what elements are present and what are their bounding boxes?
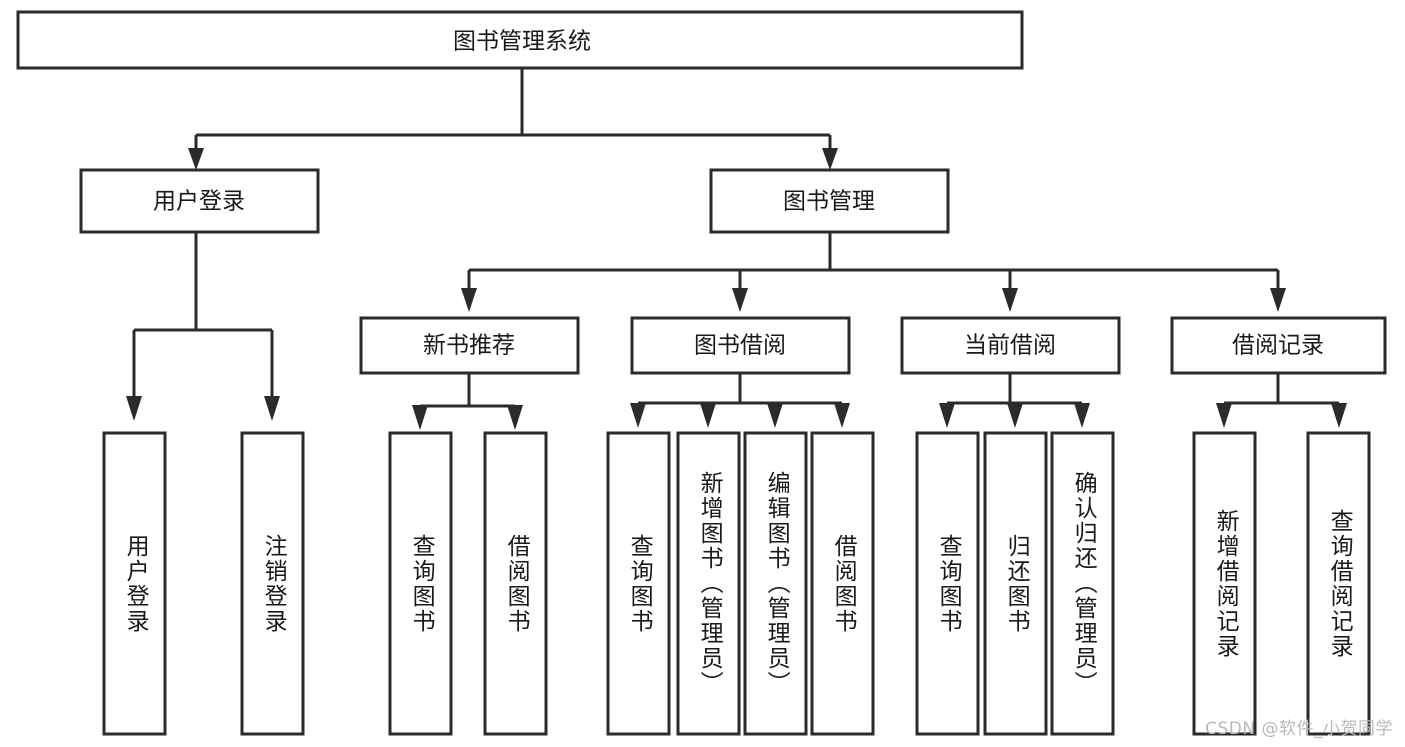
- leaf-rect-3[interactable]: [388, 431, 453, 736]
- node-borrow-record[interactable]: 借阅记录: [1170, 316, 1387, 375]
- node-book-management-label: 图书管理: [783, 189, 875, 215]
- node-root[interactable]: 图书管理系统: [16, 10, 1024, 70]
- arrowhead-leaf-1: [126, 396, 142, 421]
- arrowhead-leaf-10: [1007, 403, 1023, 428]
- leaf-node-add-book-admin[interactable]: 新增图书（管理员）: [678, 433, 739, 734]
- node-new-book-recommend[interactable]: 新书推荐: [359, 316, 580, 375]
- arrowhead-current-borrow: [1002, 288, 1018, 312]
- node-user-login[interactable]: 用户登录: [79, 168, 320, 234]
- arrowhead-leaf-6: [700, 403, 716, 428]
- edges-group: [126, 68, 1347, 430]
- node-root-label: 图书管理系统: [453, 29, 591, 55]
- leaf-label-13: 查询借阅记录: [1326, 508, 1353, 659]
- leaf-label-6: 新增图书（管理员）: [696, 471, 723, 696]
- node-borrow-record-rect[interactable]: [1170, 316, 1387, 375]
- nodes-group: 图书管理系统 用户登录 图书管理 新书推荐 图书借阅 当前借阅: [16, 10, 1387, 375]
- leaf-node-add-borrow-record[interactable]: 新增借阅记录: [1194, 433, 1255, 734]
- leaf-rects-group: [102, 431, 1371, 736]
- leaf-node-return-book[interactable]: 归还图书: [985, 433, 1046, 734]
- leaf-label-5: 查询图书: [626, 533, 653, 634]
- leaf-node-edit-book-admin[interactable]: 编辑图书（管理员）: [745, 433, 806, 734]
- node-user-login-rect[interactable]: [79, 168, 320, 234]
- arrowhead-leaf-3: [412, 405, 428, 430]
- leaf-label-3: 查询图书: [408, 533, 435, 634]
- leaf-node-query-book-c[interactable]: 查询图书: [917, 433, 978, 734]
- node-book-management-rect[interactable]: [709, 168, 950, 234]
- node-book-borrow-label: 图书借阅: [694, 333, 786, 359]
- leaf-rect-5[interactable]: [606, 431, 671, 736]
- leaf-label-4: 借阅图书: [503, 533, 530, 634]
- arrowhead-user-login: [188, 148, 204, 170]
- node-current-borrow[interactable]: 当前借阅: [900, 316, 1121, 375]
- leaf-label-11: 确认归还（管理员）: [1070, 471, 1097, 696]
- leaf-rect-11[interactable]: [1050, 431, 1115, 736]
- arrowhead-book-borrow: [732, 288, 748, 312]
- leaf-node-borrow-book-a[interactable]: 借阅图书: [485, 433, 546, 734]
- arrowhead-leaf-9: [939, 403, 955, 428]
- arrowhead-book-mgmt: [822, 148, 838, 170]
- leaf-rect-10[interactable]: [983, 431, 1048, 736]
- node-book-management[interactable]: 图书管理: [709, 168, 950, 234]
- leaf-rect-1[interactable]: [102, 431, 167, 736]
- arrowhead-borrow-record: [1270, 288, 1286, 312]
- node-root-rect[interactable]: [16, 10, 1024, 70]
- arrowhead-leaf-2: [264, 396, 280, 421]
- leaf-label-7: 编辑图书（管理员）: [763, 471, 790, 696]
- node-book-borrow[interactable]: 图书借阅: [630, 316, 851, 375]
- leaf-rect-6[interactable]: [676, 431, 741, 736]
- node-new-book-recommend-label: 新书推荐: [423, 333, 515, 359]
- node-borrow-record-label: 借阅记录: [1232, 333, 1324, 359]
- leaf-node-query-book-b[interactable]: 查询图书: [608, 433, 669, 734]
- node-current-borrow-rect[interactable]: [900, 316, 1121, 375]
- leaf-rect-4[interactable]: [483, 431, 548, 736]
- arrowhead-leaf-5: [630, 403, 646, 428]
- arrowhead-leaf-12: [1216, 403, 1232, 428]
- leaf-label-12: 新增借阅记录: [1212, 508, 1239, 659]
- leaf-label-2: 注销登录: [260, 533, 287, 634]
- leaf-rect-2[interactable]: [240, 431, 305, 736]
- leaf-rect-13[interactable]: [1306, 431, 1371, 736]
- watermark-text: CSDN @软件_小贺同学: [1205, 719, 1393, 739]
- leaf-rect-9[interactable]: [915, 431, 980, 736]
- arrowhead-leaf-7: [767, 403, 783, 428]
- leaf-node-user-login[interactable]: 用户登录: [104, 433, 165, 734]
- leaf-node-confirm-return-admin[interactable]: 确认归还（管理员）: [1052, 433, 1113, 734]
- arrowhead-leaf-13: [1331, 403, 1347, 428]
- leaf-rect-7[interactable]: [743, 431, 808, 736]
- leaf-node-borrow-book-b[interactable]: 借阅图书: [812, 433, 873, 734]
- arrowhead-leaf-11: [1074, 403, 1090, 428]
- arrowhead-leaf-4: [507, 405, 523, 430]
- leaf-label-9: 查询图书: [935, 533, 962, 634]
- arrowhead-newbook-recommend: [461, 288, 477, 312]
- node-new-book-recommend-rect[interactable]: [359, 316, 580, 375]
- leaf-label-10: 归还图书: [1003, 533, 1030, 634]
- leaf-node-logout[interactable]: 注销登录: [242, 433, 303, 734]
- arrowhead-leaf-8: [834, 403, 850, 428]
- leaf-rect-8[interactable]: [810, 431, 875, 736]
- node-user-login-label: 用户登录: [153, 189, 245, 215]
- node-current-borrow-label: 当前借阅: [964, 333, 1056, 359]
- leaf-label-1: 用户登录: [122, 533, 149, 634]
- leaf-rect-12[interactable]: [1192, 431, 1257, 736]
- leaf-node-query-book-a[interactable]: 查询图书: [390, 433, 451, 734]
- leaf-node-query-borrow-record[interactable]: 查询借阅记录: [1308, 433, 1369, 734]
- leaf-label-8: 借阅图书: [830, 533, 857, 634]
- node-book-borrow-rect[interactable]: [630, 316, 851, 375]
